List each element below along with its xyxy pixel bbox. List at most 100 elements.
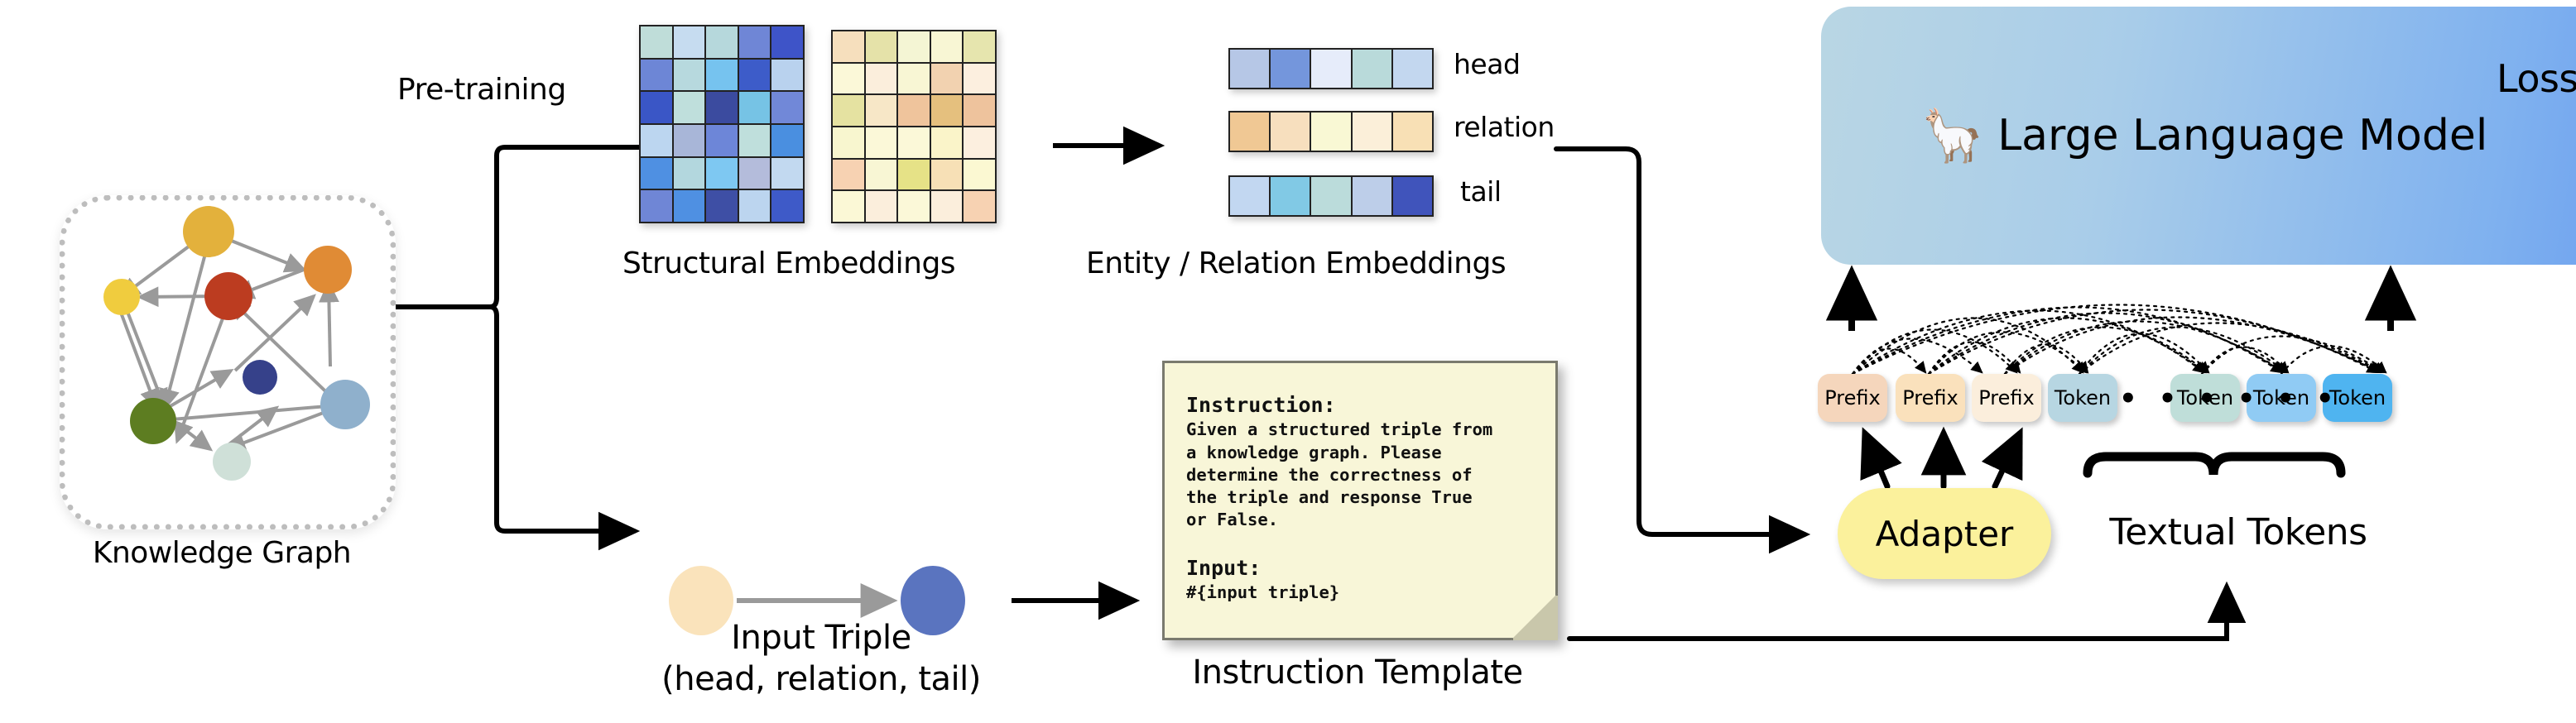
matrix-cell <box>964 95 995 126</box>
matrix-cell <box>738 125 771 156</box>
matrix-cell <box>865 95 897 126</box>
kg-edge <box>221 405 280 451</box>
textual-token-chip[interactable]: Token <box>2048 374 2117 422</box>
matrix-cell <box>706 190 738 222</box>
matrix-cell <box>865 31 897 62</box>
matrix-cell <box>771 26 803 58</box>
matrix-cell <box>964 191 995 222</box>
matrix-cell <box>771 125 803 156</box>
matrix-cell <box>641 157 672 189</box>
matrix-cell <box>641 190 672 222</box>
matrix-cell <box>738 59 771 91</box>
prefix-token-chip[interactable]: Prefix <box>1972 374 2041 422</box>
strip-cell <box>1271 50 1310 88</box>
textual-tokens-label: Textual Tokens <box>2109 511 2367 553</box>
prefix-token-chip[interactable]: Prefix <box>1818 374 1887 422</box>
strip-cell <box>1392 50 1432 88</box>
node-orange <box>304 246 352 294</box>
arrow-note-to-tokens <box>1567 581 2247 641</box>
matrix-cell <box>833 127 864 158</box>
matrix-cell <box>771 92 803 123</box>
matrix-cell <box>673 125 705 156</box>
matrix-cell <box>738 190 771 222</box>
matrix-cell <box>641 125 672 156</box>
pretraining-label: Pre-training <box>397 73 566 107</box>
matrix-cell <box>833 95 864 126</box>
matrix-cell <box>964 31 995 62</box>
matrix-cell <box>930 159 963 190</box>
matrix-cell <box>898 95 930 126</box>
node-mint <box>213 443 251 481</box>
node-steelblue <box>320 380 370 429</box>
input-heading: Input: <box>1186 555 1262 580</box>
strip-cell <box>1352 177 1391 215</box>
kg-split-connector <box>387 127 707 551</box>
strip-cell <box>1392 113 1432 151</box>
tail-embedding-strip <box>1228 175 1434 217</box>
instruction-template-label: Instruction Template <box>1192 654 1523 692</box>
prefix-token-chip[interactable]: Prefix <box>1896 374 1965 422</box>
matrix-cell <box>833 31 864 62</box>
matrix-cell <box>898 191 930 222</box>
matrix-cell <box>706 59 738 91</box>
strip-cell <box>1230 113 1270 151</box>
arrow-embeddings-to-adapter <box>1554 146 1811 554</box>
matrix-cell <box>898 31 930 62</box>
large-language-model-box: 🦙 Large Language Model <box>1821 7 2576 265</box>
llm-label: Large Language Model <box>1997 111 2488 160</box>
structural-embeddings-label: Structural Embeddings <box>622 247 956 280</box>
strip-cell <box>1311 113 1351 151</box>
matrix-cell <box>673 26 705 58</box>
entity-relation-embeddings-label: Entity / Relation Embeddings <box>1086 247 1507 280</box>
strip-cell <box>1352 50 1391 88</box>
node-olive <box>130 398 176 444</box>
textual-token-chip[interactable]: Token <box>2247 374 2316 422</box>
strip-cell <box>1271 113 1310 151</box>
strip-cell <box>1352 113 1391 151</box>
matrix-cell <box>865 191 897 222</box>
textual-token-chip[interactable]: Token <box>2170 374 2240 422</box>
matrix-cell <box>771 190 803 222</box>
instruction-heading: Instruction: <box>1186 393 1336 417</box>
strip-cell <box>1230 177 1270 215</box>
matrix-cell <box>673 59 705 91</box>
adapter-box: Adapter <box>1838 488 2051 579</box>
input-value: #{input triple} <box>1186 582 1340 602</box>
input-triple-sublabel: (head, relation, tail) <box>661 660 981 698</box>
kg-nodes <box>65 201 390 524</box>
matrix-cell <box>706 92 738 123</box>
head-embedding-strip <box>1228 48 1434 89</box>
head-label: head <box>1454 48 1521 80</box>
triple-tail-node <box>901 566 965 635</box>
matrix-cell <box>706 125 738 156</box>
node-yellow <box>103 279 140 315</box>
kg-edge <box>233 294 316 372</box>
matrix-cell <box>930 63 963 94</box>
matrix-cell <box>833 159 864 190</box>
strip-cell <box>1271 177 1310 215</box>
matrix-cell <box>738 26 771 58</box>
triple-head-node <box>669 566 733 635</box>
tail-label: tail <box>1460 175 1502 208</box>
matrix-cell <box>673 157 705 189</box>
instruction-body: Given a structured triple from a knowled… <box>1186 419 1493 530</box>
matrix-cell <box>898 63 930 94</box>
llm-inner: 🦙 Large Language Model <box>1920 110 2487 161</box>
strip-cell <box>1311 50 1351 88</box>
attention-arcs <box>1851 304 2387 376</box>
matrix-cell <box>930 191 963 222</box>
strip-cell <box>1311 177 1351 215</box>
matrix-cell <box>706 26 738 58</box>
structural-embedding-matrix <box>639 25 805 223</box>
llama-icon: 🦙 <box>1920 105 1985 165</box>
matrix-cell <box>930 31 963 62</box>
textual-tokens-brace <box>2083 452 2346 478</box>
kg-edge <box>149 403 348 430</box>
matrix-cell <box>930 95 963 126</box>
textual-token-chip[interactable]: Token <box>2323 374 2392 422</box>
arrows-adapter-to-prefix <box>1860 426 2023 490</box>
kg-edge <box>159 231 213 411</box>
matrix-cell <box>865 159 897 190</box>
textual-embedding-matrix <box>831 30 997 223</box>
loss-label: Loss <box>2497 56 2576 101</box>
